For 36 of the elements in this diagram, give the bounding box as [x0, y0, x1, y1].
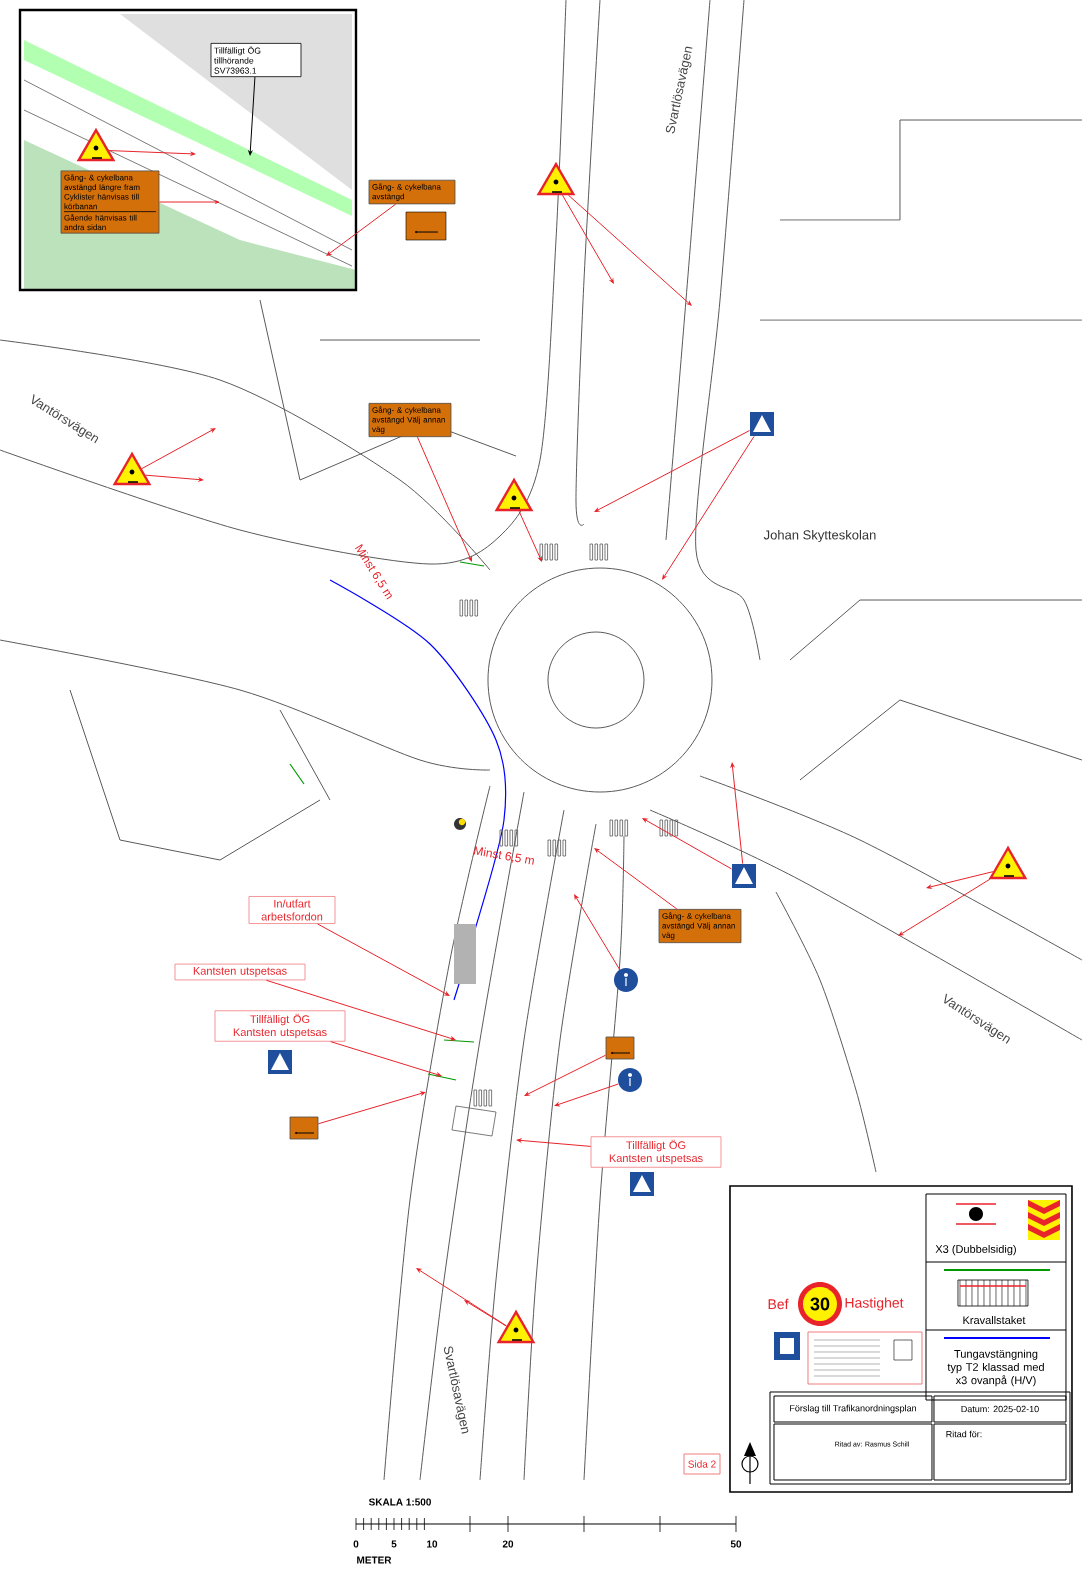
leader-line	[574, 894, 621, 970]
leader-line	[265, 979, 456, 1041]
leader-line	[317, 1091, 426, 1125]
leader-line	[141, 428, 216, 470]
leader-line	[562, 194, 614, 284]
leader-line	[554, 1083, 619, 1107]
leader-line	[730, 762, 744, 865]
leader-line	[330, 1041, 442, 1077]
leader-line	[108, 150, 196, 156]
crossing-sign	[630, 1172, 654, 1196]
leader-line	[326, 203, 397, 256]
crossing-sign	[268, 1050, 292, 1074]
crossing-sign	[732, 864, 756, 888]
leader-line	[594, 430, 751, 512]
leader-line	[416, 1268, 508, 1327]
crossing-sign	[750, 412, 774, 436]
leader-line	[594, 848, 678, 910]
leader-line	[248, 76, 256, 156]
leader-line	[926, 871, 994, 889]
leader-line	[416, 436, 472, 562]
leader-line	[662, 435, 755, 580]
leader-line	[898, 878, 991, 936]
leader-line	[518, 510, 542, 562]
leader-line	[567, 194, 692, 306]
detour-sign	[605, 1036, 635, 1060]
round-sign	[614, 968, 638, 992]
speed-sign: 30	[810, 1297, 830, 1311]
leader-line	[524, 1054, 607, 1096]
leader-line	[642, 818, 733, 870]
leader-line	[464, 1300, 507, 1327]
detour-sign	[289, 1116, 319, 1140]
leader-line	[317, 923, 450, 996]
leader-line	[145, 474, 204, 482]
round-sign	[618, 1068, 642, 1092]
leader-line	[158, 200, 220, 204]
leader-line	[516, 1138, 592, 1147]
